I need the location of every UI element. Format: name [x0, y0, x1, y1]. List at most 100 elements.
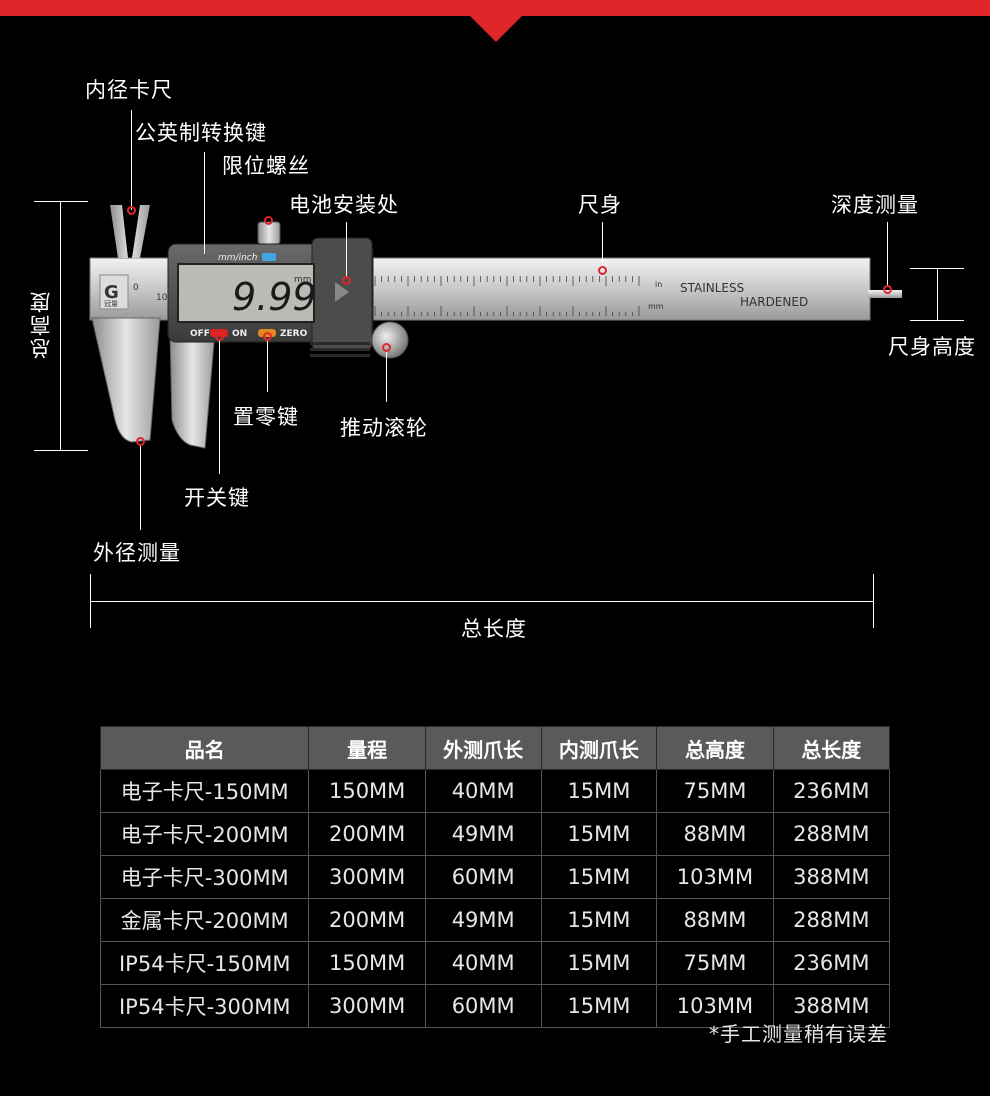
brand-glyph: G — [104, 282, 119, 303]
marker-limit-screw — [264, 216, 273, 225]
height-top-tick — [34, 201, 88, 202]
body-height-label: 尺身高度 — [888, 335, 976, 359]
scale-ticks — [374, 276, 640, 316]
outer-jaw-label: 外径测量 — [93, 541, 181, 565]
zero-key-label: 置零键 — [233, 405, 299, 429]
power-key-label: 开关键 — [184, 486, 250, 510]
leader-outer-jaw — [140, 446, 141, 530]
unit-key-label: 公英制转换键 — [135, 121, 267, 145]
body-height-bottom — [910, 320, 964, 321]
lcd-unit: mm — [294, 275, 312, 285]
total-length-label: 总长度 — [461, 617, 527, 641]
ruler-body-label: 尺身 — [578, 193, 622, 217]
total-height-label: 总高度 — [29, 290, 53, 359]
table-cell: 300MM — [308, 984, 426, 1028]
marker-outer-jaw — [136, 437, 145, 446]
height-bottom-tick — [34, 450, 88, 451]
body-height-axis — [937, 268, 938, 320]
table-cell: 103MM — [656, 984, 774, 1028]
unit-mm: mm — [648, 302, 664, 311]
thumb-wheel-label: 推动滚轮 — [340, 416, 428, 440]
leader-zero — [267, 340, 268, 392]
header-cell: 品名 — [99, 726, 310, 770]
mode-button — [262, 253, 276, 261]
table-cell: 388MM — [772, 855, 891, 899]
unit-in: in — [655, 280, 662, 289]
table-row: 电子卡尺-200MM 200MM 49MM 15MM 88MM 288MM — [99, 812, 891, 856]
measurement-note: *手工测量稍有误差 — [709, 1022, 888, 1046]
top-banner — [0, 0, 990, 16]
leader-ruler-body — [602, 222, 603, 270]
table-cell: 40MM — [424, 941, 542, 985]
table-cell: 电子卡尺-300MM — [99, 855, 310, 899]
table-cell: 300MM — [308, 855, 426, 899]
table-cell: 200MM — [308, 898, 426, 942]
brand-name: 冠量 — [104, 300, 118, 308]
table-cell: 电子卡尺-150MM — [99, 769, 310, 813]
thumb-wheel — [371, 321, 409, 359]
table-cell: 49MM — [424, 898, 542, 942]
table-cell: 40MM — [424, 769, 542, 813]
table-cell: 236MM — [772, 941, 891, 985]
table-cell: 60MM — [424, 855, 542, 899]
table-cell: 75MM — [656, 769, 774, 813]
ten-tick: 10 — [156, 293, 168, 303]
marker-wheel — [382, 343, 391, 352]
table-cell: 49MM — [424, 812, 542, 856]
marker-ruler-body — [598, 266, 607, 275]
caliper-illustration: G 冠量 0 10 9.99 mm mm/inch OFF ON ZERO ST… — [89, 205, 902, 449]
limit-screw — [257, 221, 281, 245]
zero-tick: 0 — [133, 283, 139, 293]
zero-label: ZERO — [280, 329, 308, 339]
depth-rod — [868, 290, 902, 298]
leader-wheel — [386, 352, 387, 402]
battery-cover — [335, 282, 349, 302]
battery-label: 电池安装处 — [289, 193, 399, 217]
table-cell: 15MM — [540, 941, 658, 985]
mode-label: mm/inch — [218, 253, 258, 263]
table-cell: 60MM — [424, 984, 542, 1028]
table-cell: 88MM — [656, 812, 774, 856]
table-cell: 电子卡尺-200MM — [99, 812, 310, 856]
marker-power — [215, 332, 224, 341]
hardened-text: HARDENED — [740, 295, 808, 309]
length-axis — [90, 601, 874, 602]
off-label: OFF — [190, 329, 210, 339]
header-cell: 量程 — [308, 726, 426, 770]
table-row: 电子卡尺-150MM 150MM 40MM 15MM 75MM 236MM — [99, 769, 891, 813]
inner-jaw-label: 内径卡尺 — [85, 78, 173, 102]
table-cell: 150MM — [308, 941, 426, 985]
depth-label: 深度测量 — [831, 193, 919, 217]
marker-inner-jaw — [127, 206, 136, 215]
header-cell: 总高度 — [656, 726, 774, 770]
fixed-inner-jaw — [110, 205, 150, 258]
table-cell: 15MM — [540, 855, 658, 899]
leader-inner-jaw — [131, 110, 132, 210]
table-cell: 15MM — [540, 769, 658, 813]
table-row: IP54卡尺-150MM 150MM 40MM 15MM 75MM 236MM — [99, 941, 891, 985]
grip-ridges — [310, 342, 370, 357]
table-header-row: 品名 量程 外测爪长 内测爪长 总高度 总长度 — [99, 726, 891, 770]
table-cell: 200MM — [308, 812, 426, 856]
leader-depth — [887, 222, 888, 286]
table-cell: 103MM — [656, 855, 774, 899]
header-cell: 外测爪长 — [424, 726, 542, 770]
stainless-text: STAINLESS — [680, 281, 744, 295]
table-cell: IP54卡尺-300MM — [99, 984, 310, 1028]
marker-battery — [342, 276, 351, 285]
lcd-reading: 9.99 — [232, 275, 317, 319]
marker-zero — [263, 332, 272, 341]
banner-notch — [470, 16, 522, 42]
table-row: IP54卡尺-300MM 300MM 60MM 15MM 103MM 388MM — [99, 984, 891, 1028]
table-cell: 金属卡尺-200MM — [99, 898, 310, 942]
header-cell: 总长度 — [772, 726, 891, 770]
height-axis — [60, 201, 61, 451]
table-cell: 150MM — [308, 769, 426, 813]
leader-unit-key — [204, 152, 205, 254]
leader-battery — [346, 222, 347, 278]
table-cell: 388MM — [772, 984, 891, 1028]
limit-screw-label: 限位螺丝 — [222, 154, 310, 178]
table-cell: IP54卡尺-150MM — [99, 941, 310, 985]
sliding-outer-jaw — [169, 329, 216, 449]
table-row: 电子卡尺-300MM 300MM 60MM 15MM 103MM 388MM — [99, 855, 891, 899]
